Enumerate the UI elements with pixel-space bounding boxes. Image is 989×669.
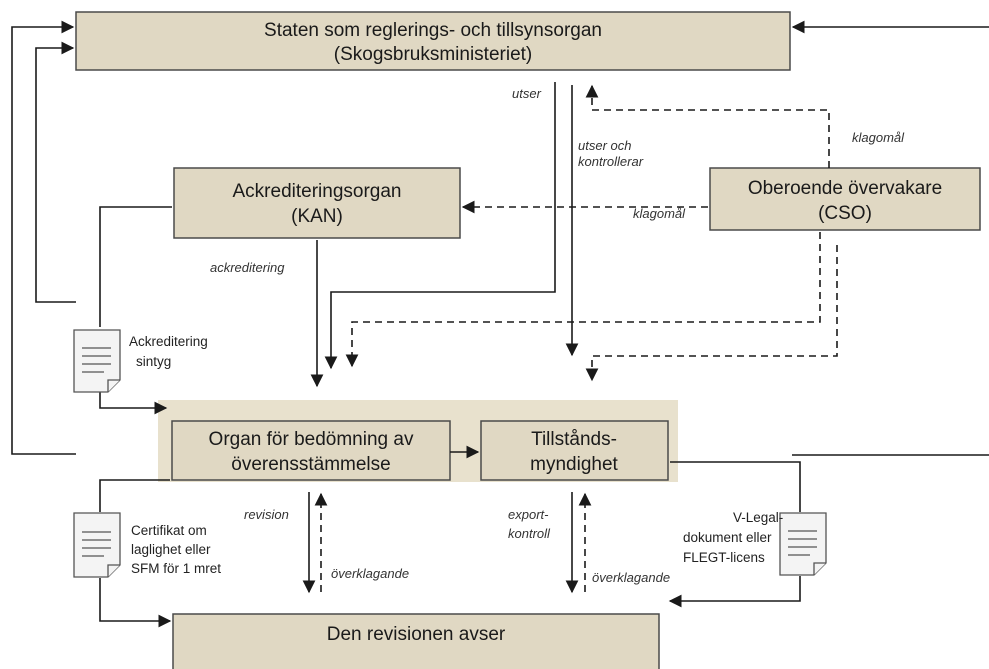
- label-certificate-1: Ackreditering: [129, 334, 208, 349]
- line-conformity-to-legality: [99, 479, 170, 512]
- label-legality-3: SFM för 1 mret: [131, 561, 221, 576]
- conformity-box: Organ för bedömning av överensstämmelse: [171, 420, 451, 481]
- line-accreditation-to-certificate: [99, 206, 172, 327]
- state-box-subtitle: (Skogsbruksministeriet): [334, 44, 533, 65]
- state-box: Staten som reglerings- och tillsynsorgan…: [75, 11, 791, 71]
- label-certificate-2: sintyg: [136, 354, 171, 369]
- legality-certificate-doc-icon: [73, 512, 121, 578]
- line-licensing-to-license: [670, 461, 801, 512]
- accreditation-certificate-doc-icon: [73, 329, 121, 393]
- monitor-box-subtitle: (CSO): [818, 203, 872, 224]
- label-appoints-controls-1: utser och: [578, 138, 631, 153]
- arrow-state-appoints-conformity: [324, 82, 556, 370]
- label-complaints-top: klagomål: [852, 130, 905, 145]
- monitor-box: Oberoende övervakare (CSO): [709, 167, 981, 231]
- arrow-certificate-to-conformity: [99, 392, 168, 415]
- label-legality-1: Certifikat om: [131, 523, 207, 538]
- label-export-2: kontroll: [508, 526, 551, 541]
- accreditation-box-subtitle: (KAN): [291, 206, 343, 227]
- audited-box: Den revisionen avser: [172, 613, 660, 669]
- label-license-2: dokument eller: [683, 530, 772, 545]
- arrow-license-to-audited: [668, 576, 801, 608]
- arrow-monitor-to-licensing: [585, 245, 838, 382]
- license-doc-icon: [779, 512, 827, 576]
- licensing-box-subtitle: myndighet: [530, 454, 618, 475]
- label-revision: revision: [244, 507, 289, 522]
- label-license-1: V-Legal-: [733, 510, 783, 525]
- label-complaints-mid: klagomål: [633, 206, 686, 221]
- arrow-legality-to-audited: [99, 578, 172, 628]
- conformity-box-subtitle: överensstämmelse: [231, 454, 390, 475]
- monitor-box-title: Oberoende övervakare: [748, 178, 942, 199]
- state-box-title: Staten som reglerings- och tillsynsorgan: [264, 20, 602, 41]
- licensing-box: Tillstånds- myndighet: [480, 420, 669, 481]
- label-accreditation: ackreditering: [210, 260, 285, 275]
- loop-accreditation-to-state: [35, 41, 76, 303]
- accreditation-box: Ackrediteringsorgan (KAN): [173, 167, 461, 239]
- conformity-box-title: Organ för bedömning av: [209, 429, 414, 450]
- label-export-1: export-: [508, 507, 549, 522]
- audited-box-title: Den revisionen avser: [327, 624, 506, 645]
- label-appoints: utser: [512, 86, 542, 101]
- arrow-complaints-to-state: [585, 84, 830, 168]
- label-appoints-controls-2: kontrollerar: [578, 154, 644, 169]
- label-license-3: FLEGT-licens: [683, 550, 765, 565]
- licensing-box-title: Tillstånds-: [531, 429, 617, 450]
- label-legality-2: laglighet eller: [131, 542, 211, 557]
- label-appeal-right: överklagande: [592, 570, 670, 585]
- arrow-monitor-to-conformity: [345, 232, 821, 368]
- accreditation-box-title: Ackrediteringsorgan: [233, 181, 402, 202]
- loop-conformity-to-state: [11, 20, 76, 455]
- label-appeal-left: överklagande: [331, 566, 409, 581]
